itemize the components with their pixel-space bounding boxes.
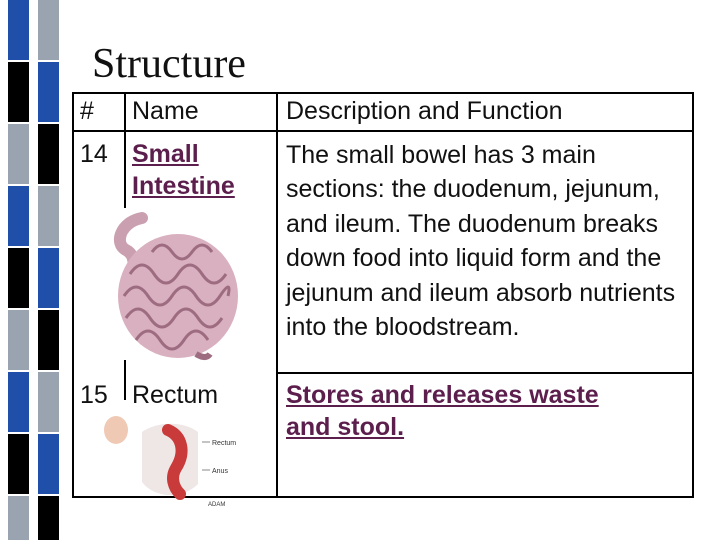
table-border-bottom: [72, 496, 694, 498]
small-intestine-line1: Small: [132, 140, 199, 168]
table-border-right: [692, 92, 694, 498]
slide-title: Structure: [92, 41, 246, 87]
table-border-left: [72, 92, 74, 498]
header-number: #: [80, 97, 94, 125]
rectum-description-line1: Stores and releases waste: [286, 381, 599, 409]
column-divider: [276, 92, 278, 498]
rectum-description-line2: and stool.: [286, 413, 405, 441]
small-intestine-image: [100, 204, 250, 364]
row-15-number: 15: [80, 381, 108, 409]
small-intestine-link[interactable]: Small Intestine: [132, 138, 235, 202]
name-column-divider: [124, 92, 126, 208]
row-divider: [276, 372, 694, 374]
structure-table: # Name Description and Function 14 Small…: [72, 92, 694, 508]
decorative-stripe: [0, 0, 66, 540]
rectum-description-link[interactable]: Stores and releases waste and stool.: [286, 379, 599, 443]
row-14-number: 14: [80, 140, 108, 168]
rectum-label: Rectum: [212, 440, 236, 447]
row-14-description: The small bowel has 3 main sections: the…: [286, 141, 676, 342]
header-description: Description and Function: [286, 97, 563, 125]
image-credit: ADAM: [208, 502, 225, 508]
row-15-name: Rectum: [132, 381, 219, 409]
header-row-divider: [72, 130, 694, 132]
name-column-divider-lower: [124, 360, 126, 400]
rectum-image: Rectum Anus ADAM: [102, 412, 252, 512]
small-intestine-line2: Intestine: [132, 172, 235, 200]
table-border-top: [72, 92, 694, 94]
header-name: Name: [132, 97, 199, 125]
anus-label: Anus: [212, 468, 228, 475]
